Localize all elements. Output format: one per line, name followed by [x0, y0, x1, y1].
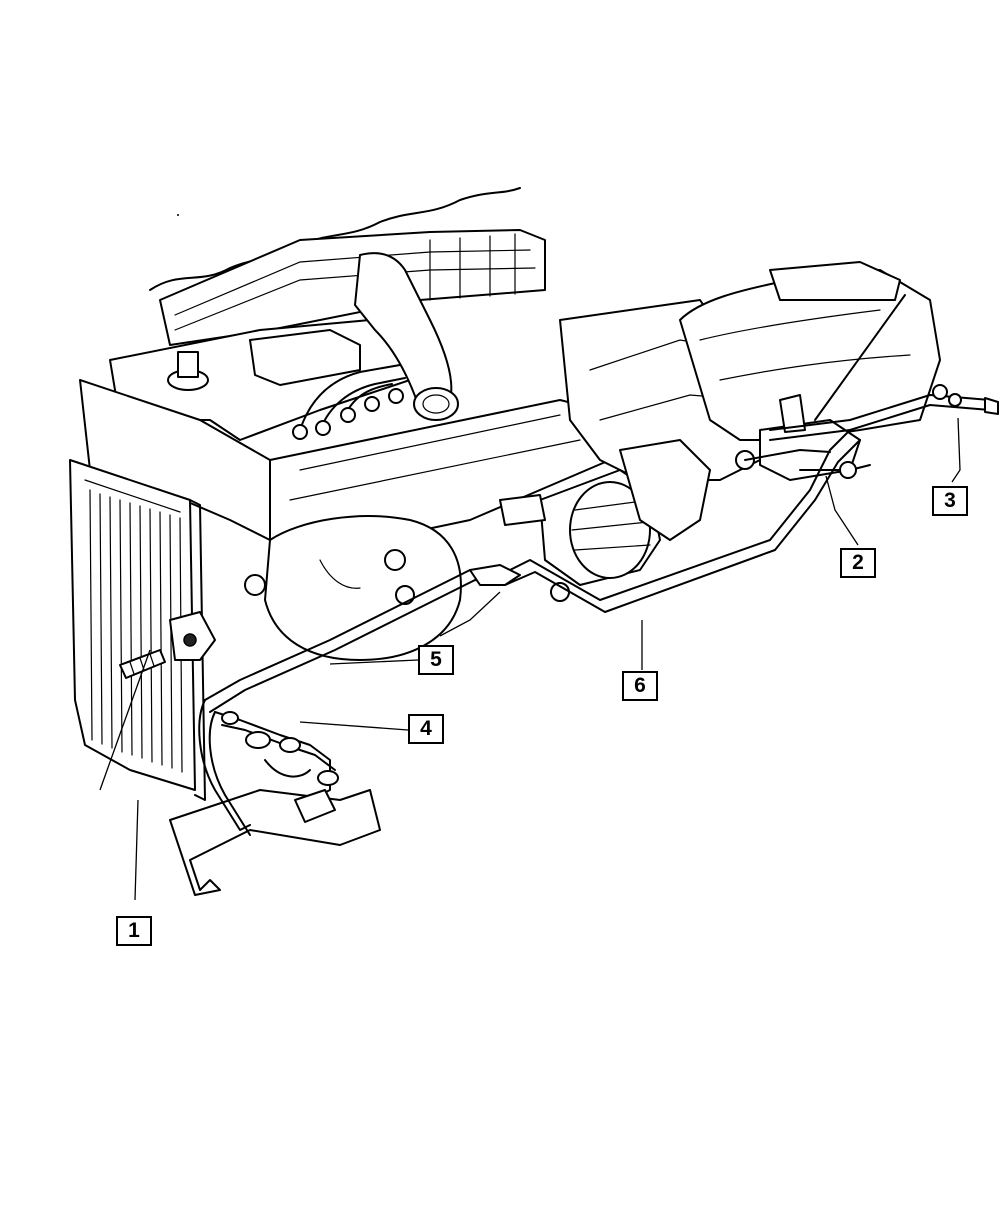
radiator-fins — [89, 489, 183, 773]
callout-6-label: 6 — [634, 674, 646, 697]
leader-4 — [299, 721, 409, 731]
callout-4: 4 — [408, 714, 444, 744]
leader-1 — [99, 649, 151, 901]
callout-4-label: 4 — [420, 717, 432, 740]
radiator-cooler — [69, 459, 381, 896]
callout-3-label: 3 — [944, 489, 956, 512]
cooler-lines — [198, 429, 871, 836]
callout-6: 6 — [622, 671, 658, 701]
callout-3: 3 — [932, 486, 968, 516]
leader-lines — [99, 417, 961, 901]
callout-2-label: 2 — [852, 551, 864, 574]
callout-1: 1 — [116, 916, 152, 946]
callout-2: 2 — [840, 548, 876, 578]
leader-2 — [825, 475, 859, 546]
callout-5-label: 5 — [430, 648, 442, 671]
alternator — [244, 515, 462, 661]
leader-3 — [951, 417, 961, 483]
callout-1-label: 1 — [128, 919, 140, 942]
starter-motor — [499, 439, 711, 602]
callout-5: 5 — [418, 645, 454, 675]
